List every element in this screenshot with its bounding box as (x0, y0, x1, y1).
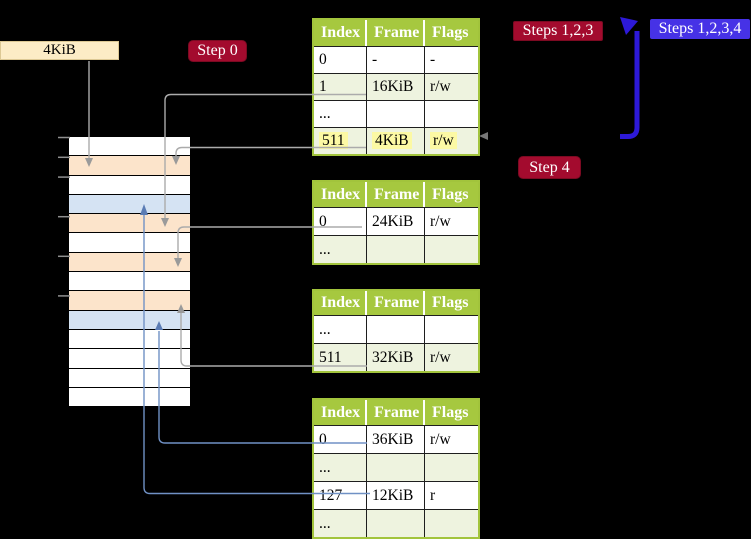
memory-frame-row-peach (69, 156, 190, 176)
table-cell: - (367, 47, 425, 73)
table-cell: 16KiB (367, 74, 425, 100)
memory-frame-row-white (69, 175, 190, 195)
table-cell: ... (314, 316, 367, 343)
column-header-index: Index (314, 182, 367, 207)
table-cell (425, 454, 478, 481)
column-header-frame: Frame (367, 291, 425, 315)
column-header-index: Index (314, 20, 367, 46)
memory-frame-row-peach (69, 252, 190, 273)
memory-frame-row-white (69, 329, 190, 350)
arrowhead-into-table1-row511 (479, 132, 488, 140)
memory-frame-row-white (69, 272, 190, 292)
table-cell: 12KiB (367, 482, 425, 509)
table-cell: 0 (314, 426, 367, 453)
table-cell (367, 510, 425, 537)
table-cell (367, 454, 425, 481)
column-header-flags: Flags (432, 294, 469, 311)
steps-1-2-3-4-label: Steps 1,2,3,4 (650, 19, 750, 39)
table-cell (425, 101, 478, 127)
memory-frame-row-white (69, 233, 190, 253)
table-cell: - (430, 51, 436, 68)
step0-label: Step 0 (188, 40, 247, 62)
table-cell: 36KiB (367, 426, 425, 453)
table-cell: 0 (314, 47, 367, 73)
table-cell: 127 (314, 482, 367, 509)
memory-frame-row-peach (69, 291, 190, 311)
table-cell: 4KiB (367, 128, 425, 154)
table-cell: 0 (314, 208, 367, 235)
column-header-flags: Flags (432, 404, 469, 421)
table-cell (425, 316, 478, 343)
memory-frame-row-blue (69, 194, 190, 215)
column-header-index: Index (314, 291, 367, 315)
step4-label: Step 4 (518, 156, 581, 179)
table-cell (367, 236, 425, 263)
table-cell: 1 (314, 74, 367, 100)
table-row: ... (314, 235, 478, 263)
table-row: ... (314, 453, 478, 481)
table-cell: 24KiB (367, 208, 425, 235)
table-cell (425, 510, 478, 537)
table-cell: 511 (314, 344, 367, 371)
memory-frame-row-white (69, 387, 190, 408)
table-cell: ... (314, 236, 367, 263)
memory-frame-row-white (69, 137, 190, 157)
memory-frame-row-white (69, 349, 190, 369)
column-header-frame: Frame (367, 400, 425, 425)
table-cell (367, 101, 425, 127)
frame-address-box: 4KiB (0, 41, 119, 60)
table-cell: 32KiB (367, 344, 425, 371)
column-header-index: Index (314, 400, 367, 425)
memory-frame-row-blue (69, 310, 190, 330)
table-cell (367, 316, 425, 343)
table-row: ... (314, 100, 478, 127)
table-cell: r/w (425, 128, 478, 154)
table-row: ... (314, 509, 478, 537)
table-cell: ... (314, 101, 367, 127)
table-cell: r/w (430, 349, 451, 366)
table-row: ... (314, 315, 478, 343)
table-cell: r/w (430, 431, 451, 448)
table-cell (425, 236, 478, 263)
column-header-frame: Frame (367, 182, 425, 207)
table-cell: r/w (430, 213, 451, 230)
table-row: 0-- (314, 46, 478, 73)
table-cell: r (430, 487, 436, 504)
column-header-flags: Flags (432, 24, 469, 41)
table-cell: r/w (430, 78, 451, 95)
memory-column (69, 137, 190, 408)
table-cell: 511 (314, 128, 367, 154)
column-header-flags: Flags (432, 186, 469, 203)
memory-frame-row-peach (69, 214, 190, 234)
steps-1-2-3-label: Steps 1,2,3 (513, 21, 603, 41)
table-cell: ... (314, 454, 367, 481)
column-header-frame: Frame (367, 20, 425, 46)
memory-frame-row-white (69, 368, 190, 388)
recursive-loop-arrow (620, 17, 640, 139)
table-cell: ... (314, 510, 367, 537)
